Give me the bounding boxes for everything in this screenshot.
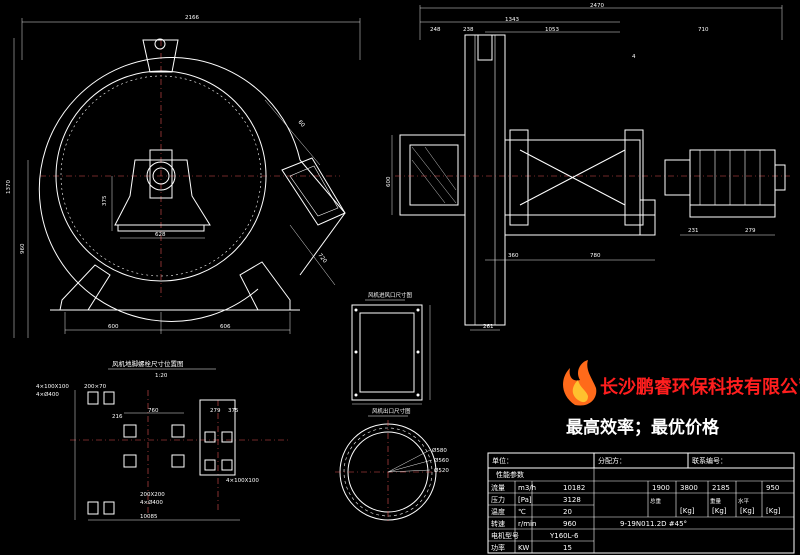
bolt-lbl-4xd400: 4×Ø400	[36, 391, 59, 398]
outlet-d3: Ø520	[434, 467, 449, 474]
tb-row-unit: KW	[518, 544, 529, 552]
side-dim-1343: 1343	[505, 17, 519, 23]
tb-row-name: 功率	[491, 543, 505, 552]
tb-dist-label: 分配方：	[598, 456, 626, 465]
front-foot-right-dim: 606	[220, 324, 231, 330]
side-dim-261: 261	[483, 324, 494, 330]
tb-row-name: 温度	[491, 507, 505, 516]
outlet-d1: Ø580	[432, 447, 447, 454]
tb-row-value: 15	[563, 544, 572, 552]
front-view-scale: 1:20	[155, 373, 168, 379]
tb-row-value: 10182	[563, 484, 585, 492]
tb-weight-label: 重量	[710, 497, 722, 505]
slogan: 最高效率；最优价格	[566, 417, 720, 438]
side-dim-238: 238	[463, 27, 474, 33]
bolt-lbl-200-70: 200×70	[84, 384, 107, 390]
tb-row-name: 流量	[491, 483, 505, 492]
front-base-dim: 628	[155, 232, 166, 238]
bolt-lbl-760: 760	[148, 408, 159, 414]
tb-model: 9-19N011.2D #45°	[620, 520, 687, 528]
side-dim-1053: 1053	[545, 27, 559, 33]
tb-weight: 2185	[712, 484, 730, 492]
side-view: 2470 1343 1053 248 238 710 4 600	[386, 3, 790, 331]
tb-row-value: Y160L-6	[549, 532, 579, 540]
tb-weight-unit: [Kg]	[712, 507, 727, 515]
flame-logo-icon	[563, 360, 597, 406]
tb-perf-title: 性能参数	[496, 470, 524, 479]
tb-row-value: 3128	[563, 496, 581, 504]
tb-row-unit: m3/h	[518, 484, 536, 492]
bolt-lbl-375: 375	[228, 408, 239, 414]
bolt-lbl-200x200: 200X200	[140, 492, 165, 498]
tb-contact-label: 联系编号：	[692, 456, 727, 465]
front-diag-dim: 720	[316, 253, 327, 265]
bolt-layout: 4×100X100 4×Ø400 200×70 760 216 375 279 …	[36, 384, 290, 521]
bolt-lbl-4x100: 4×100X100	[36, 384, 69, 390]
bolt-lbl-100x100: 4×100X100	[226, 478, 259, 484]
outlet-flange-view: 风机出口尺寸图 Ø580 Ø560 Ø520	[335, 407, 449, 524]
front-outlet-dim: 60	[296, 119, 305, 129]
front-lower-dim: 960	[20, 243, 26, 254]
inlet-flange-title: 风机进风口尺寸图	[368, 291, 413, 299]
bolt-lbl-279: 279	[210, 408, 221, 414]
tb-row-name: 电机型号	[491, 531, 519, 540]
company-watermark: 长沙鹏睿环保科技有限公司 最高效率；最优价格	[563, 360, 800, 438]
tb-weight: 1900	[652, 484, 670, 492]
side-dim-600: 600	[386, 176, 392, 187]
tb-row-value: 20	[563, 508, 572, 516]
title-block: 单位： 分配方： 联系编号： 性能参数 流量 m3/h 10182 压力 [Pa…	[487, 452, 795, 554]
side-dim-710: 710	[698, 27, 709, 33]
bolt-lbl-ref: 10085	[140, 514, 158, 520]
side-dim-360: 360	[508, 253, 519, 259]
front-width-dim: 2166	[185, 15, 199, 21]
tb-weight: 3800	[680, 484, 698, 492]
tb-row-unit: r/min	[518, 520, 536, 528]
tb-weight-label: 水平	[738, 497, 750, 505]
tb-row-name: 转速	[491, 519, 505, 528]
bolt-lbl-4d400: 4×Ø400	[140, 499, 163, 506]
front-view-title: 风机地脚螺栓尺寸位置图	[112, 359, 184, 368]
side-total-dim: 2470	[590, 3, 604, 9]
front-center-dim: 375	[102, 195, 108, 206]
company-name: 长沙鹏睿环保科技有限公司	[600, 376, 800, 398]
front-foot-left-dim: 600	[108, 324, 119, 330]
inlet-flange-view: 风机进风口尺寸图	[351, 291, 431, 405]
tb-weight-unit: [Kg]	[680, 507, 695, 515]
front-view: 2166 1370 960 628 375 60 720	[6, 15, 361, 379]
outlet-d2: Ø560	[434, 457, 449, 464]
bolt-lbl-216: 216	[112, 414, 123, 420]
tb-unit-label: 单位：	[492, 456, 513, 465]
side-dim-4: 4	[632, 54, 636, 60]
tb-weight: 950	[766, 484, 779, 492]
outlet-flange-title: 风机出口尺寸图	[372, 407, 411, 415]
front-height-dim: 1370	[6, 180, 12, 194]
tb-weight-unit: [Kg]	[740, 507, 755, 515]
tb-weight-unit: [Kg]	[766, 507, 781, 515]
tb-row-unit: [Pa]	[518, 496, 532, 504]
tb-row-name: 压力	[491, 495, 505, 504]
tb-row-value: 960	[563, 520, 576, 528]
side-dim-279: 279	[745, 228, 756, 234]
tb-row-unit: ℃	[518, 508, 526, 516]
side-dim-231: 231	[688, 228, 699, 234]
tb-weight-label: 总重	[650, 497, 662, 505]
side-dim-780: 780	[590, 253, 601, 259]
side-dim-248: 248	[430, 27, 441, 33]
